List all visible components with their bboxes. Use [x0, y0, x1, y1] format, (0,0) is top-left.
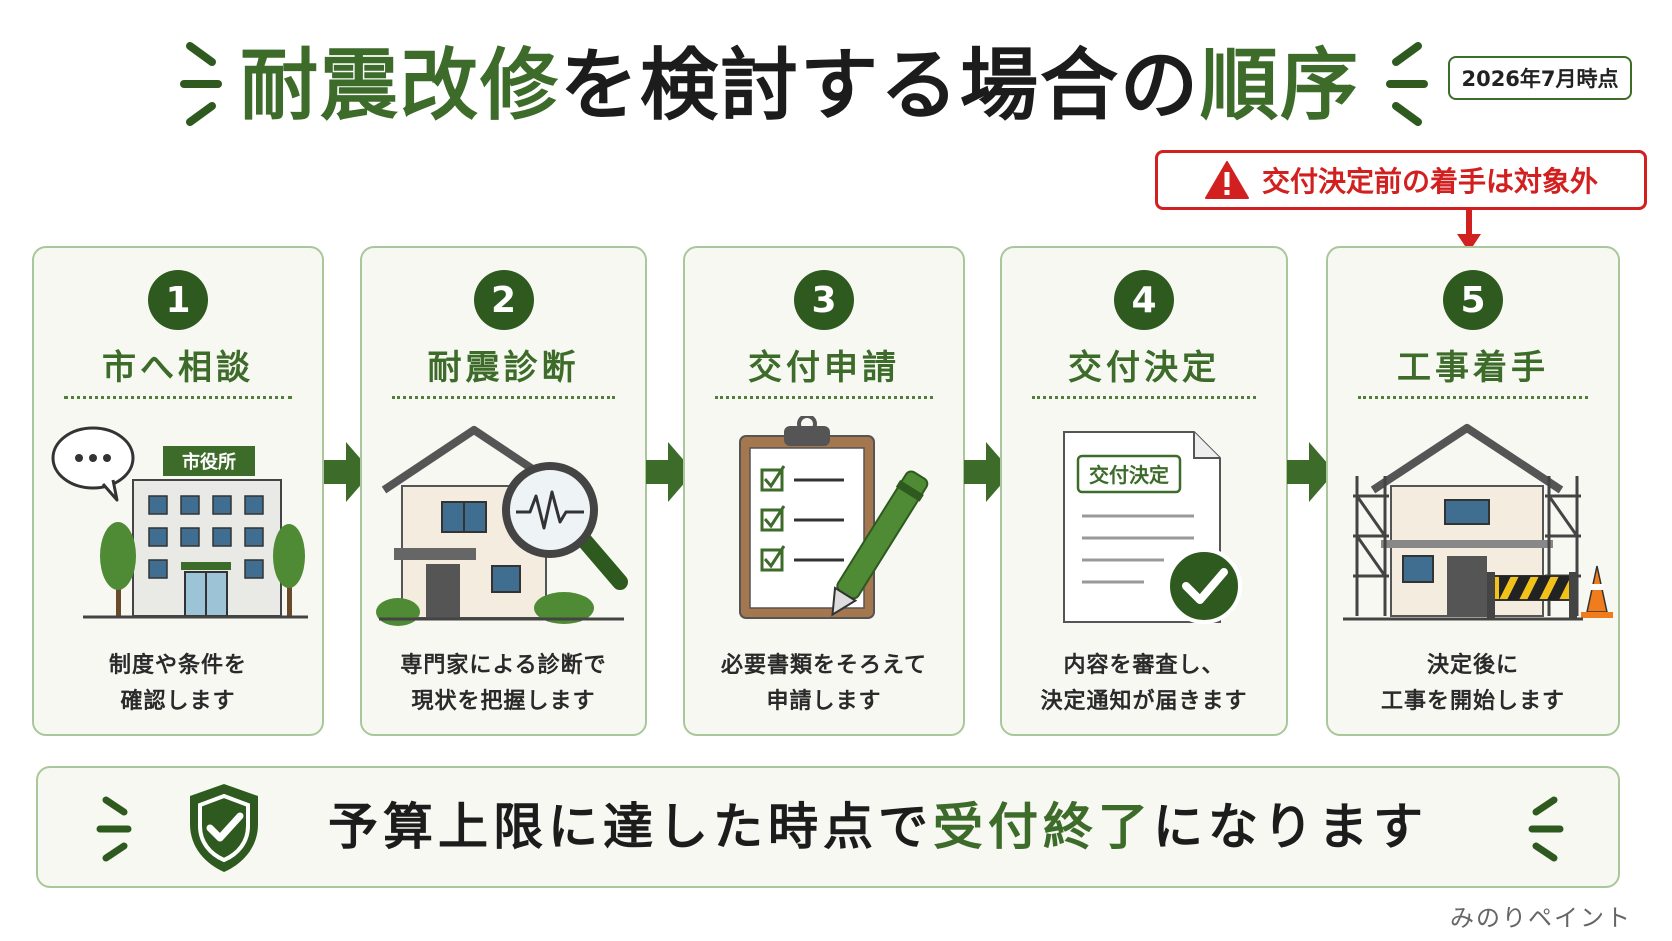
doc-label: 交付決定	[1089, 463, 1169, 487]
step-title: 耐震診断	[427, 348, 580, 388]
header: 耐震改修を検討する場合の順序	[0, 28, 1672, 138]
step-desc-line: 必要書類をそろえて	[721, 653, 927, 678]
approval-document-icon: 交付決定	[1063, 431, 1242, 624]
step-card-1: 1 市へ相談 市役所 制度	[32, 246, 324, 736]
step-desc: 専門家による診断で 現状を把握します	[362, 648, 645, 720]
step-title: 交付申請	[748, 348, 900, 388]
page-title: 耐震改修を検討する場合の順序	[240, 36, 1360, 136]
divider	[64, 396, 292, 399]
burst-left-icon	[180, 42, 222, 126]
bottom-notice: 予算上限に達した時点で受付終了になります	[36, 766, 1620, 888]
title-part3: 順序	[1200, 41, 1361, 131]
clipboard-checklist-icon	[739, 416, 929, 619]
step-card-4: 4 交付決定 交付決定 内容を審査し、 決定通知が届きます	[1000, 246, 1288, 736]
title-part1: 耐震改修	[240, 41, 561, 131]
flow-arrow-icon	[324, 442, 372, 502]
step-desc-line: 工事を開始します	[1380, 689, 1565, 714]
step-number: 3	[794, 270, 854, 330]
divider	[1358, 396, 1588, 399]
divider	[715, 396, 933, 399]
step-desc-line: 決定通知が届きます	[1040, 689, 1248, 714]
title-part2: を検討する場合の	[560, 41, 1201, 131]
step-card-2: 2 耐震診断 専門家による診断で 現状を把握します	[360, 246, 647, 736]
step-desc-line: 申請します	[766, 689, 882, 714]
bottom-text-part3: になります	[1153, 798, 1428, 856]
burst-right-icon	[1528, 796, 1564, 862]
step-title: 工事着手	[1397, 348, 1549, 388]
flow-arrow-icon	[964, 442, 1012, 502]
warning-text: 交付決定前の着手は対象外	[1261, 165, 1598, 198]
flow-arrow-icon	[646, 442, 694, 502]
step-desc-line: 現状を把握します	[411, 689, 596, 714]
step-desc-line: 決定後に	[1426, 653, 1519, 678]
warning-arrow-icon	[1457, 210, 1481, 252]
step-card-3: 3 交付申請 必要書類をそろえて 申請します	[683, 246, 965, 736]
city-hall-icon: 市役所	[51, 426, 308, 619]
step-desc-line: 確認します	[120, 689, 236, 714]
step-desc-line: 内容を審査し、	[1063, 653, 1225, 678]
burst-left-icon	[96, 796, 132, 862]
divider	[392, 396, 615, 399]
brand-logo-text: みのりペイント	[1450, 904, 1632, 932]
step-desc-line: 専門家による診断で	[400, 653, 607, 678]
city-hall-sign: 市役所	[182, 451, 236, 473]
step-card-5: 5 工事着手	[1326, 246, 1620, 736]
construction-house-icon	[1343, 424, 1613, 621]
step-desc-line: 制度や条件を	[108, 653, 247, 678]
step-title: 交付決定	[1068, 348, 1220, 388]
step-desc: 必要書類をそろえて 申請します	[685, 648, 963, 720]
step-number: 1	[148, 270, 208, 330]
house-inspection-icon	[375, 426, 628, 626]
warning-icon	[1204, 161, 1249, 199]
step-number: 2	[473, 270, 534, 330]
date-badge: 2026年7月時点	[1448, 56, 1632, 100]
step-title: 市へ相談	[102, 348, 254, 388]
divider	[1032, 396, 1256, 399]
shield-check-icon	[190, 784, 258, 872]
flow-arrow-icon	[1287, 442, 1335, 502]
bottom-text: 予算上限に達した時点で受付終了になります	[328, 792, 1428, 862]
burst-right-icon	[1386, 42, 1428, 126]
step-desc: 決定後に 工事を開始します	[1328, 648, 1618, 720]
bottom-text-part1: 予算上限に達した時点で	[328, 798, 933, 856]
step-number: 5	[1443, 270, 1503, 330]
step-number: 4	[1114, 270, 1174, 330]
step-desc: 内容を審査し、 決定通知が届きます	[1002, 648, 1286, 720]
bottom-text-part2: 受付終了	[933, 798, 1153, 856]
warning-box: 交付決定前の着手は対象外	[1155, 150, 1647, 210]
step-desc: 制度や条件を 確認します	[34, 648, 322, 720]
